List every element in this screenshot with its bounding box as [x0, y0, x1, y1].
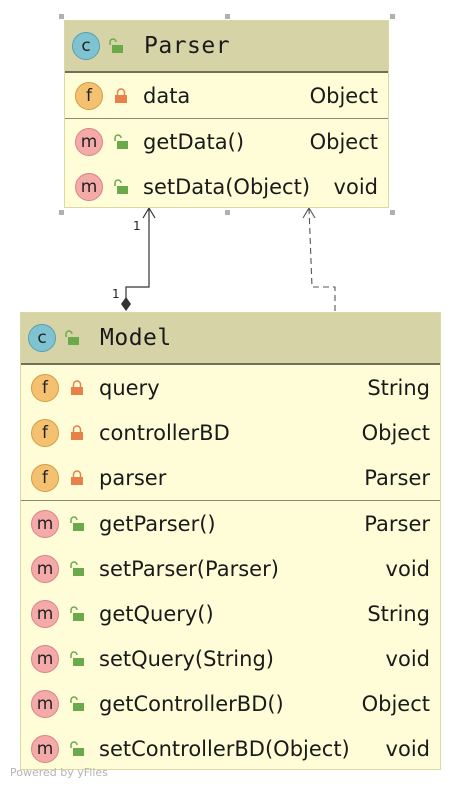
- target-multiplicity-label: 1: [133, 219, 141, 233]
- method-name: setQuery(String): [99, 646, 274, 671]
- field-row[interactable]: f controllerBD Object: [21, 410, 440, 455]
- method-row[interactable]: m setControllerBD(Object) void: [21, 726, 440, 771]
- method-icon: m: [31, 554, 59, 583]
- method-name: getControllerBD(): [99, 691, 284, 716]
- field-type: Object: [309, 83, 378, 108]
- unlocked-padlock-icon: [65, 330, 79, 345]
- method-row[interactable]: m setQuery(String) void: [21, 636, 440, 681]
- composition-arrowhead: [142, 206, 156, 219]
- field-name: query: [99, 375, 160, 400]
- method-icon: m: [31, 689, 59, 718]
- method-name: getParser(): [99, 511, 216, 536]
- field-row[interactable]: f query String: [21, 365, 440, 410]
- method-icon: m: [31, 734, 59, 763]
- method-return-type: Parser: [364, 511, 430, 536]
- field-type: Parser: [364, 465, 430, 490]
- locked-padlock-icon: [71, 469, 83, 485]
- unlocked-padlock-icon: [114, 133, 128, 149]
- field-type: Object: [361, 420, 430, 445]
- method-row[interactable]: m getData() Object: [65, 119, 388, 164]
- method-row[interactable]: m getControllerBD() Object: [21, 681, 440, 726]
- method-return-type: String: [367, 601, 430, 626]
- class-icon: c: [28, 324, 56, 352]
- method-row[interactable]: m setParser(Parser) void: [21, 546, 440, 591]
- unlocked-padlock-icon: [109, 38, 123, 53]
- selection-handle[interactable]: [59, 14, 64, 19]
- method-return-type: Object: [361, 691, 430, 716]
- method-name: setParser(Parser): [99, 556, 279, 581]
- method-icon: m: [31, 644, 59, 673]
- selection-handle[interactable]: [390, 14, 395, 19]
- powered-by-footer: Powered by yFiles: [10, 766, 108, 779]
- method-row[interactable]: m setData(Object) void: [65, 164, 388, 209]
- methods-section: m getData() Object m setData(Object) voi…: [65, 119, 388, 209]
- method-icon: m: [75, 172, 103, 201]
- dependency-arrowhead: [302, 206, 316, 219]
- method-row[interactable]: m getParser() Parser: [21, 501, 440, 546]
- method-return-type: void: [385, 556, 430, 581]
- unlocked-padlock-icon: [70, 650, 84, 666]
- method-return-type: void: [385, 736, 430, 761]
- fields-section: f query String f controllerBD Object f p…: [21, 365, 440, 501]
- method-name: setData(Object): [143, 174, 311, 199]
- method-return-type: void: [333, 174, 378, 199]
- method-icon: m: [75, 127, 103, 156]
- class-header: c Model: [21, 313, 440, 365]
- class-name: Parser: [144, 33, 231, 59]
- method-icon: m: [31, 509, 59, 538]
- unlocked-padlock-icon: [114, 178, 128, 194]
- method-return-type: void: [385, 646, 430, 671]
- source-multiplicity-label: 1: [112, 287, 120, 301]
- locked-padlock-icon: [115, 87, 127, 103]
- dependency-line[interactable]: [308, 207, 336, 311]
- field-row[interactable]: f parser Parser: [21, 455, 440, 500]
- unlocked-padlock-icon: [70, 695, 84, 711]
- field-type: String: [367, 375, 430, 400]
- selection-handle[interactable]: [225, 210, 230, 215]
- field-name: parser: [99, 465, 167, 490]
- class-node-parser[interactable]: c Parser f data Object m getData() Objec…: [64, 20, 389, 208]
- composition-diamond: [121, 297, 131, 311]
- locked-padlock-icon: [71, 424, 83, 440]
- method-name: getData(): [143, 129, 245, 154]
- class-name: Model: [100, 325, 172, 351]
- unlocked-padlock-icon: [70, 515, 84, 531]
- locked-padlock-icon: [71, 379, 83, 395]
- methods-section: m getParser() Parser m setParser(Parser)…: [21, 501, 440, 771]
- class-icon: c: [72, 32, 100, 60]
- method-return-type: Object: [309, 129, 378, 154]
- method-name: getQuery(): [99, 601, 214, 626]
- field-row[interactable]: f data Object: [65, 73, 388, 118]
- field-icon: f: [31, 463, 59, 492]
- method-icon: m: [31, 599, 59, 628]
- field-icon: f: [31, 373, 59, 402]
- field-icon: f: [75, 81, 103, 110]
- method-row[interactable]: m getQuery() String: [21, 591, 440, 636]
- fields-section: f data Object: [65, 73, 388, 119]
- method-name: setControllerBD(Object): [99, 736, 350, 761]
- selection-handle[interactable]: [225, 14, 230, 19]
- selection-handle[interactable]: [390, 210, 395, 215]
- field-name: data: [143, 83, 191, 108]
- unlocked-padlock-icon: [70, 740, 84, 756]
- field-icon: f: [31, 418, 59, 447]
- field-name: controllerBD: [99, 420, 230, 445]
- class-header: c Parser: [65, 21, 388, 73]
- selection-handle[interactable]: [59, 210, 64, 215]
- class-node-model[interactable]: c Model f query String f controllerBD Ob…: [20, 312, 441, 770]
- composition-line[interactable]: [125, 208, 150, 301]
- unlocked-padlock-icon: [70, 560, 84, 576]
- unlocked-padlock-icon: [70, 605, 84, 621]
